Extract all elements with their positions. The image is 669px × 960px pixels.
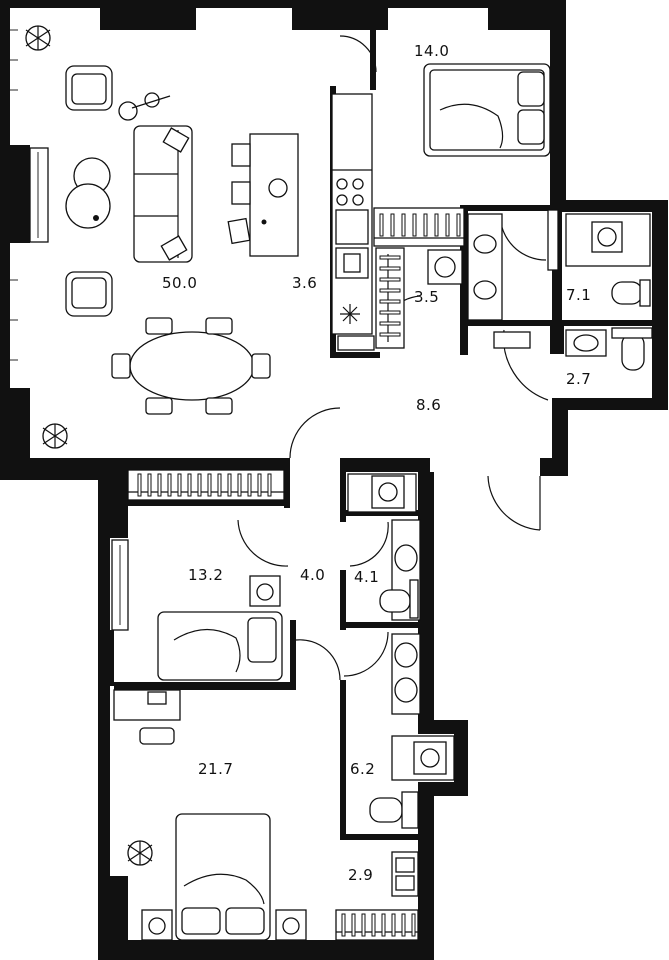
- hanger-mark: [217, 473, 222, 497]
- room-area-living: 50.0: [162, 274, 198, 292]
- hanger-mark: [137, 473, 142, 497]
- hanger-mark: [456, 213, 461, 237]
- hanger-mark: [379, 288, 401, 293]
- room-area-bedroom-1: 14.0: [414, 42, 450, 60]
- hanger-mark: [390, 213, 395, 237]
- hanger-mark: [227, 473, 232, 497]
- room-area-master-bedroom: 21.7: [198, 760, 234, 778]
- hanger-mark: [157, 473, 162, 497]
- furniture: [25, 25, 653, 941]
- hanger-mark: [379, 299, 401, 304]
- hanger-mark: [379, 213, 384, 237]
- hanger-mark: [379, 321, 401, 326]
- hanger-mark: [177, 473, 182, 497]
- windows: [29, 147, 559, 631]
- room-area-bedroom-2: 13.2: [188, 566, 224, 584]
- wardrobe-hangers: [137, 213, 461, 937]
- hanger-mark: [445, 213, 450, 237]
- hanger-mark: [381, 913, 386, 937]
- hanger-mark: [167, 473, 172, 497]
- hanger-mark: [197, 473, 202, 497]
- hanger-mark: [207, 473, 212, 497]
- hanger-mark: [391, 913, 396, 937]
- plant-icon: [42, 423, 68, 449]
- room-area-corridor: 4.0: [300, 566, 326, 584]
- hanger-mark: [371, 913, 376, 937]
- hanger-mark: [361, 913, 366, 937]
- hanger-mark: [434, 213, 439, 237]
- hanger-mark: [257, 473, 262, 497]
- room-area-wc-1: 2.7: [566, 370, 592, 388]
- hanger-mark: [237, 473, 242, 497]
- hanger-mark: [401, 213, 406, 237]
- hanger-mark: [147, 473, 152, 497]
- hanger-mark: [379, 277, 401, 282]
- room-area-dressing: 2.9: [348, 866, 374, 884]
- room-area-hall: 8.6: [416, 396, 442, 414]
- hanger-mark: [379, 310, 401, 315]
- room-area-bathroom-1: 7.1: [566, 286, 592, 304]
- room-area-bathroom-3: 6.2: [350, 760, 376, 778]
- hanger-mark: [401, 913, 406, 937]
- hanger-mark: [379, 332, 401, 337]
- hanger-mark: [411, 913, 416, 937]
- hanger-mark: [187, 473, 192, 497]
- doors: [237, 35, 549, 681]
- hanger-mark: [412, 213, 417, 237]
- hanger-mark: [379, 266, 401, 271]
- room-area-bathroom-2: 4.1: [354, 568, 380, 586]
- hanger-mark: [379, 255, 401, 260]
- hanger-mark: [351, 913, 356, 937]
- plant-icon: [127, 840, 153, 866]
- snowflake-icon: [340, 304, 360, 324]
- hanger-mark: [341, 913, 346, 937]
- hanger-mark: [267, 473, 272, 497]
- hanger-mark: [423, 213, 428, 237]
- room-area-kitchen: 3.6: [292, 274, 318, 292]
- plant-icon: [25, 25, 51, 51]
- hanger-mark: [247, 473, 252, 497]
- room-area-laundry: 3.5: [414, 288, 440, 306]
